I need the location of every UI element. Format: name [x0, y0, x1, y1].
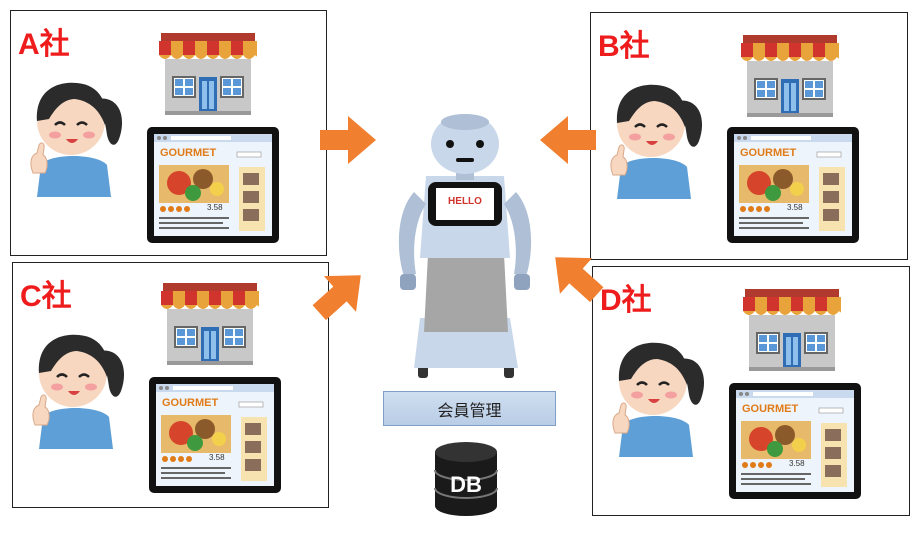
- tablet-icon: [727, 127, 859, 243]
- robot-icon: [398, 114, 532, 378]
- woman-icon: [19, 69, 129, 199]
- arrow-left-icon: [540, 112, 596, 168]
- company-a-label: A社: [18, 28, 70, 61]
- robot-screen-text: HELLO: [448, 196, 482, 207]
- tablet-rating: 3.58: [207, 203, 223, 212]
- company-d-label: D社: [600, 284, 652, 317]
- shop-icon: [741, 35, 839, 117]
- tablet-brand: GOURMET: [162, 397, 219, 409]
- gourmet-tablet: GOURMET 3.58: [149, 377, 281, 493]
- tablet-rating: 3.58: [789, 459, 805, 468]
- tablet-rating: 3.58: [787, 203, 803, 212]
- member-management-box: 会員管理: [383, 391, 556, 426]
- tablet-icon: [729, 383, 861, 499]
- company-box-d: D社 GOURMET 3.58: [592, 266, 910, 516]
- woman-icon: [21, 321, 131, 451]
- company-b-label: B社: [598, 30, 650, 63]
- woman-icon: [601, 329, 711, 459]
- gourmet-tablet: GOURMET 3.58: [729, 383, 861, 499]
- gourmet-tablet: GOURMET 3.58: [727, 127, 859, 243]
- database-icon: [434, 442, 498, 516]
- gourmet-tablet: GOURMET 3.58: [147, 127, 279, 243]
- tablet-icon: [147, 127, 279, 243]
- shop-icon: [161, 283, 259, 365]
- tablet-brand: GOURMET: [160, 147, 217, 159]
- database-cylinder: DB: [433, 440, 499, 518]
- tablet-brand: GOURMET: [740, 147, 797, 159]
- member-management-label: 会員管理: [437, 400, 502, 420]
- tablet-rating: 3.58: [209, 453, 225, 462]
- shop-icon: [159, 33, 257, 115]
- shop-icon: [743, 289, 841, 371]
- database-label: DB: [450, 472, 482, 497]
- company-c-label: C社: [20, 280, 72, 313]
- arrow-right-icon: [320, 112, 376, 168]
- company-box-c: C社 GOURMET 3.58: [12, 262, 329, 508]
- company-box-a: A社 GOURMET 3.58: [10, 10, 327, 256]
- woman-icon: [599, 71, 709, 201]
- company-box-b: B社 GOURMET 3.58: [590, 12, 908, 260]
- tablet-brand: GOURMET: [742, 403, 799, 415]
- robot-illustration: HELLO: [392, 112, 538, 382]
- tablet-icon: [149, 377, 281, 493]
